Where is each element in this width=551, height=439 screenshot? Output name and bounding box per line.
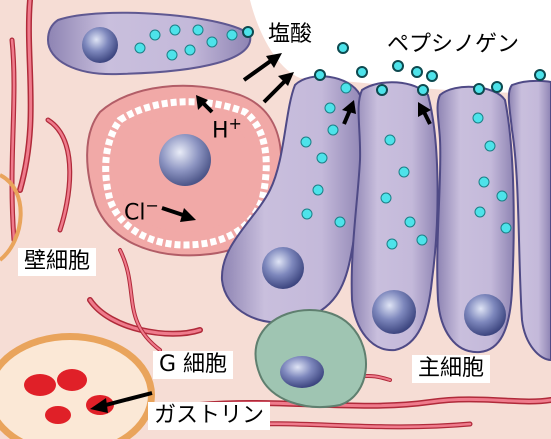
parietal-cell-label: 壁細胞 — [18, 248, 96, 276]
g-cell — [256, 310, 366, 407]
g-cell-label: G 細胞 — [153, 351, 233, 379]
pepsinogen-label: ペプシノゲン — [387, 34, 519, 56]
h-ion-label: H+ — [212, 116, 242, 142]
cl-ion-symbol: Cl — [124, 200, 145, 225]
chief-cell-label: 主細胞 — [412, 355, 490, 383]
h-ion-charge: + — [229, 114, 242, 133]
cl-ion-charge: − — [145, 196, 158, 215]
cl-ion-label: Cl− — [124, 198, 159, 224]
h-ion-symbol: H — [212, 118, 229, 143]
hydrochloric-acid-label: 塩酸 — [268, 24, 312, 46]
gastrin-label: ガストリン — [148, 402, 270, 430]
